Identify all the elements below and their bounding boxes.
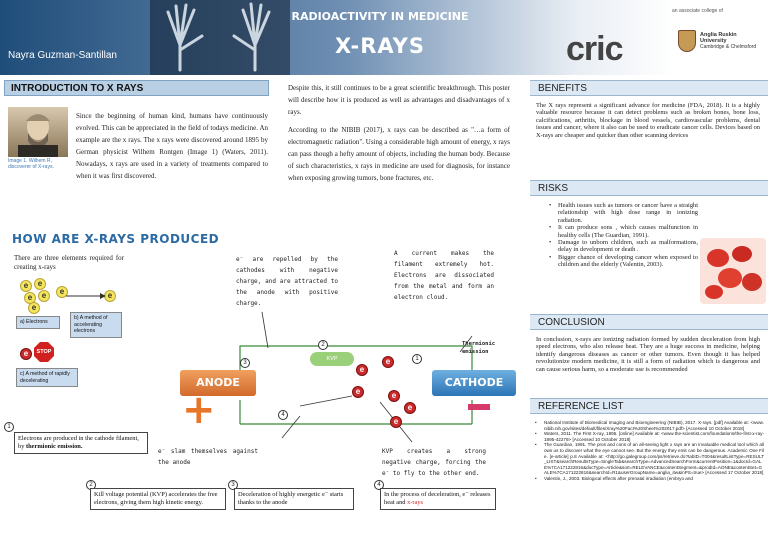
- cric-logo: cric: [566, 30, 623, 68]
- electron-icon: e: [356, 364, 368, 376]
- electron-icon: e: [28, 302, 40, 314]
- cathode-block: CATHODE: [432, 370, 516, 396]
- step-3-box: Deceleration of highly energetic e⁻ star…: [234, 488, 354, 510]
- list-item: Waters, 2011. The First X-ray, 1895. [on…: [534, 431, 764, 442]
- poster-header: RADIOACTIVITY IN MEDICINE X-RAYS Nayra G…: [0, 0, 768, 75]
- intro-column-1: Since the beginning of human kind, human…: [76, 112, 268, 180]
- step-number: 3: [240, 358, 250, 368]
- electron-icon: e: [34, 278, 46, 290]
- label-accelerating: b) A method of accelerating electrons: [70, 312, 122, 338]
- conclusion-text: In conclusion, x-rays are ionizing radia…: [536, 336, 760, 373]
- electron-icon: e: [20, 348, 32, 360]
- list-item: Health issues such as tumors or cancer h…: [548, 202, 698, 224]
- benefits-heading: BENEFITS: [530, 80, 768, 96]
- intro-column-2a: Despite this, it still continues to be a…: [288, 84, 510, 116]
- elements-text: There are three elements required for cr…: [14, 254, 124, 271]
- note-slam: e⁻ slam themselves against the anode: [158, 448, 258, 466]
- step-number: 2: [318, 340, 328, 350]
- conclusion-heading: CONCLUSION: [530, 314, 768, 330]
- list-item: National Institute of Biomedical Imaging…: [534, 420, 764, 431]
- list-item: It can produce sons , which causes malfu…: [548, 224, 698, 239]
- portrait-caption: Image 1. Wilhem R, discoverer of X-rays.: [8, 158, 54, 170]
- step-2-box: Kill voltage potential (KVP) accelerates…: [90, 488, 226, 510]
- step-number: 3: [228, 480, 238, 490]
- poster-title: RADIOACTIVITY IN MEDICINE: [291, 10, 469, 23]
- electron-icon: e: [390, 416, 402, 428]
- step-1-box: Electrons are produced in the cathode fi…: [14, 432, 148, 454]
- list-item: The Guardian, 1991. The pros and cons of…: [534, 442, 764, 476]
- step-number: 4: [374, 480, 384, 490]
- associate-text: an associate college of: [672, 8, 723, 14]
- benefits-text: The X rays represent a significant advan…: [536, 102, 760, 139]
- step-number: 1: [412, 354, 422, 364]
- electron-icon: e: [352, 386, 364, 398]
- electron-icon: e: [388, 390, 400, 402]
- plus-sign-icon: +: [182, 387, 216, 433]
- label-decelerating: c) A method of rapidly decelerating: [16, 368, 78, 387]
- university-crest-icon: [678, 30, 696, 52]
- electron-icon: e: [404, 402, 416, 414]
- rontgen-portrait: [8, 107, 68, 157]
- stop-sign-icon: STOP: [34, 342, 54, 362]
- list-item: Bigger chance of developing cancer when …: [548, 254, 698, 269]
- step-number: 1: [4, 422, 14, 432]
- reference-list: National Institute of Biomedical Imaging…: [534, 420, 764, 482]
- electron-icon: e: [56, 286, 68, 298]
- intro-heading: INTRODUCTION TO X RAYS: [4, 80, 269, 96]
- risks-heading: RISKS: [530, 180, 768, 196]
- portrait-icon: [18, 114, 58, 157]
- label-electrons: a) Electrons: [16, 316, 60, 329]
- references-heading: REFERENCE LIST: [530, 398, 768, 414]
- electron-icon: e: [382, 356, 394, 368]
- note-force: KVP creates a strong negative charge, fo…: [382, 448, 486, 477]
- poster-subtitle: X-RAYS: [335, 34, 425, 58]
- xray-production-diagram: There are three elements required for cr…: [0, 240, 530, 548]
- blood-cells-icon: [705, 246, 762, 299]
- author-name: Nayra Guzman-Santillan: [8, 50, 117, 61]
- university-name: Anglia Ruskin University Cambridge & Che…: [700, 32, 757, 50]
- list-item: Damage to unborn children, such as malfo…: [548, 239, 698, 254]
- kvp-indicator: KVP: [310, 352, 354, 366]
- step-number: 4: [278, 410, 288, 420]
- minus-sign-icon: [468, 404, 490, 410]
- blood-cells-image: [700, 238, 766, 304]
- electron-icon: e: [20, 280, 32, 292]
- xray-hands-image: [150, 0, 290, 75]
- step-4-box: In the process of deceleration, e⁻ relea…: [380, 488, 496, 510]
- electron-icon: e: [38, 290, 50, 302]
- thermionic-label: Thermionic emission: [462, 341, 496, 355]
- arrow-icon: [66, 293, 106, 299]
- risks-list: Health issues such as tumors or cancer h…: [548, 202, 698, 269]
- note-charge: e⁻ are repelled by the cathodes with neg…: [236, 256, 338, 307]
- electron-icon: e: [104, 290, 116, 302]
- note-current: A current makes the filament extremely h…: [394, 250, 494, 301]
- how-heading: HOW ARE X-RAYS PRODUCED: [12, 232, 220, 246]
- intro-column-2b: According to the NIBIB (2017), x rays ca…: [288, 126, 510, 182]
- anode-block: ANODE: [180, 370, 256, 396]
- list-item: Valentin, J., 2003. Biological effects a…: [534, 476, 764, 482]
